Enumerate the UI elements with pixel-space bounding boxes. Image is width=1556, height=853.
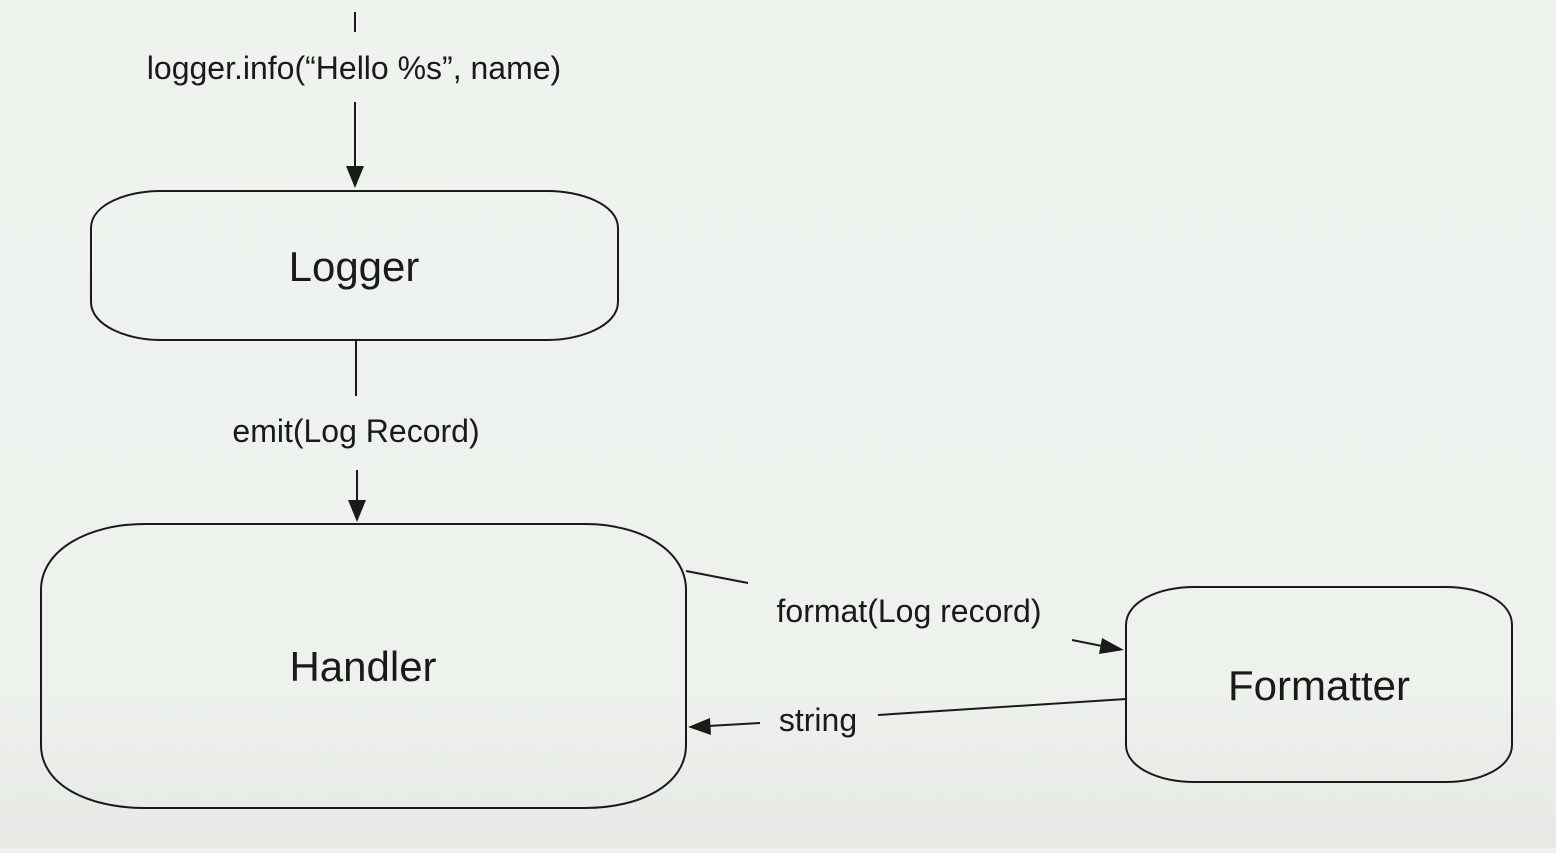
arrowhead-icon [348, 500, 366, 522]
edge-label-call: logger.info(“Hello %s”, name) [147, 50, 561, 86]
node-logger-shape [90, 190, 619, 341]
edge-return-line-start [877, 698, 1127, 716]
arrowhead-icon [688, 718, 711, 735]
edge-format-line-start [685, 570, 749, 584]
edge-label-format: format(Log record) [777, 593, 1042, 629]
edge-label-emit: emit(Log Record) [232, 413, 479, 449]
edge-emit: emit(Log Record) [232, 340, 480, 522]
edge-return-line-end [707, 722, 761, 727]
node-formatter-label: Formatter [1228, 662, 1410, 709]
arrowhead-icon [1099, 638, 1124, 654]
edge-format-line-end [1071, 639, 1103, 647]
arrowhead-icon [346, 166, 364, 188]
edge-return: string [688, 698, 1127, 738]
node-handler-label: Handler [289, 643, 436, 690]
edge-logger-call: logger.info(“Hello %s”, name) [147, 12, 561, 188]
node-formatter: Formatter [1125, 586, 1513, 783]
node-handler: Handler [40, 523, 687, 809]
edge-format: format(Log record) [685, 570, 1124, 654]
node-logger-label: Logger [289, 243, 420, 290]
node-handler-shape [40, 523, 687, 809]
node-logger: Logger [90, 190, 619, 341]
node-formatter-shape [1125, 586, 1513, 783]
edge-label-return: string [779, 702, 857, 738]
